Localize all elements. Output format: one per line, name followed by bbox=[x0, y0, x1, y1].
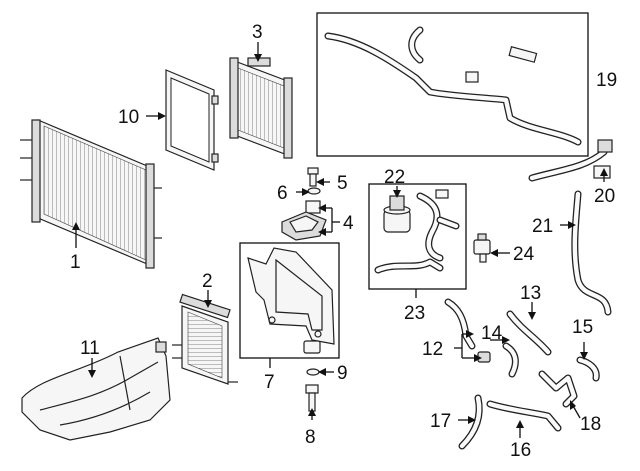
callout-11: 11 bbox=[80, 338, 100, 359]
callout-18: 18 bbox=[580, 414, 601, 435]
bolt-long-part[interactable] bbox=[305, 384, 319, 412]
callout-3: 3 bbox=[252, 22, 263, 43]
callout-21: 21 bbox=[532, 216, 553, 237]
callout-23: 23 bbox=[404, 303, 425, 324]
coolant-valve-part[interactable] bbox=[473, 233, 491, 263]
callout-4: 4 bbox=[343, 213, 354, 234]
callout-19: 19 bbox=[596, 70, 617, 91]
coolant-hose-15-part[interactable] bbox=[576, 356, 600, 382]
bolt-part[interactable] bbox=[307, 167, 319, 187]
callout-2: 2 bbox=[202, 271, 213, 292]
connector-pipe-part[interactable] bbox=[444, 298, 476, 350]
callout-5: 5 bbox=[337, 173, 348, 194]
coolant-hose-long-part[interactable] bbox=[571, 190, 612, 316]
callout-10: 10 bbox=[118, 107, 139, 128]
callout-16: 16 bbox=[510, 440, 531, 461]
radiator-seal-part[interactable] bbox=[165, 69, 219, 171]
transmission-cooler-part[interactable] bbox=[172, 293, 238, 385]
callout-7: 7 bbox=[264, 372, 275, 393]
group-box-23 bbox=[368, 183, 467, 290]
callout-8: 8 bbox=[305, 427, 316, 448]
coolant-hose-17-part[interactable] bbox=[458, 394, 483, 450]
callout-14: 14 bbox=[481, 323, 503, 344]
callout-1: 1 bbox=[70, 252, 81, 273]
tee-hose-part[interactable] bbox=[538, 370, 578, 408]
callout-12: 12 bbox=[422, 339, 443, 360]
callout-6: 6 bbox=[277, 183, 288, 204]
callout-15: 15 bbox=[572, 317, 593, 338]
coolant-pipe-assembly-part[interactable] bbox=[324, 26, 582, 146]
callout-17: 17 bbox=[430, 411, 451, 432]
leader-lines bbox=[72, 42, 608, 438]
group-box-19 bbox=[316, 12, 589, 157]
air-guide-part[interactable] bbox=[21, 337, 171, 441]
radiator-bracket-part[interactable] bbox=[247, 247, 335, 345]
coolant-hose-16-part[interactable] bbox=[486, 400, 562, 432]
callout-22: 22 bbox=[384, 167, 405, 188]
callout-9: 9 bbox=[337, 363, 348, 384]
washer-part[interactable] bbox=[307, 187, 321, 195]
callout-24: 24 bbox=[513, 244, 535, 265]
washer-small-part[interactable] bbox=[306, 368, 320, 376]
sensor-harness-part[interactable] bbox=[528, 139, 613, 182]
callout-20: 20 bbox=[594, 186, 615, 207]
mount-bracket-part[interactable] bbox=[281, 200, 327, 241]
grommet-part[interactable] bbox=[303, 340, 321, 354]
callout-labels: 1 2 3 4 5 6 7 8 9 10 11 12 13 14 15 16 1… bbox=[70, 22, 617, 461]
callout-13: 13 bbox=[520, 283, 541, 304]
group-box-7 bbox=[239, 242, 340, 359]
coolant-hose-13-part[interactable] bbox=[506, 310, 552, 356]
hose-set-part[interactable] bbox=[374, 189, 460, 274]
condenser-part[interactable] bbox=[20, 119, 162, 269]
coolant-pump-part[interactable] bbox=[383, 195, 411, 233]
coolant-hose-14-part[interactable] bbox=[502, 342, 519, 378]
auxiliary-radiator-part[interactable] bbox=[229, 57, 293, 159]
